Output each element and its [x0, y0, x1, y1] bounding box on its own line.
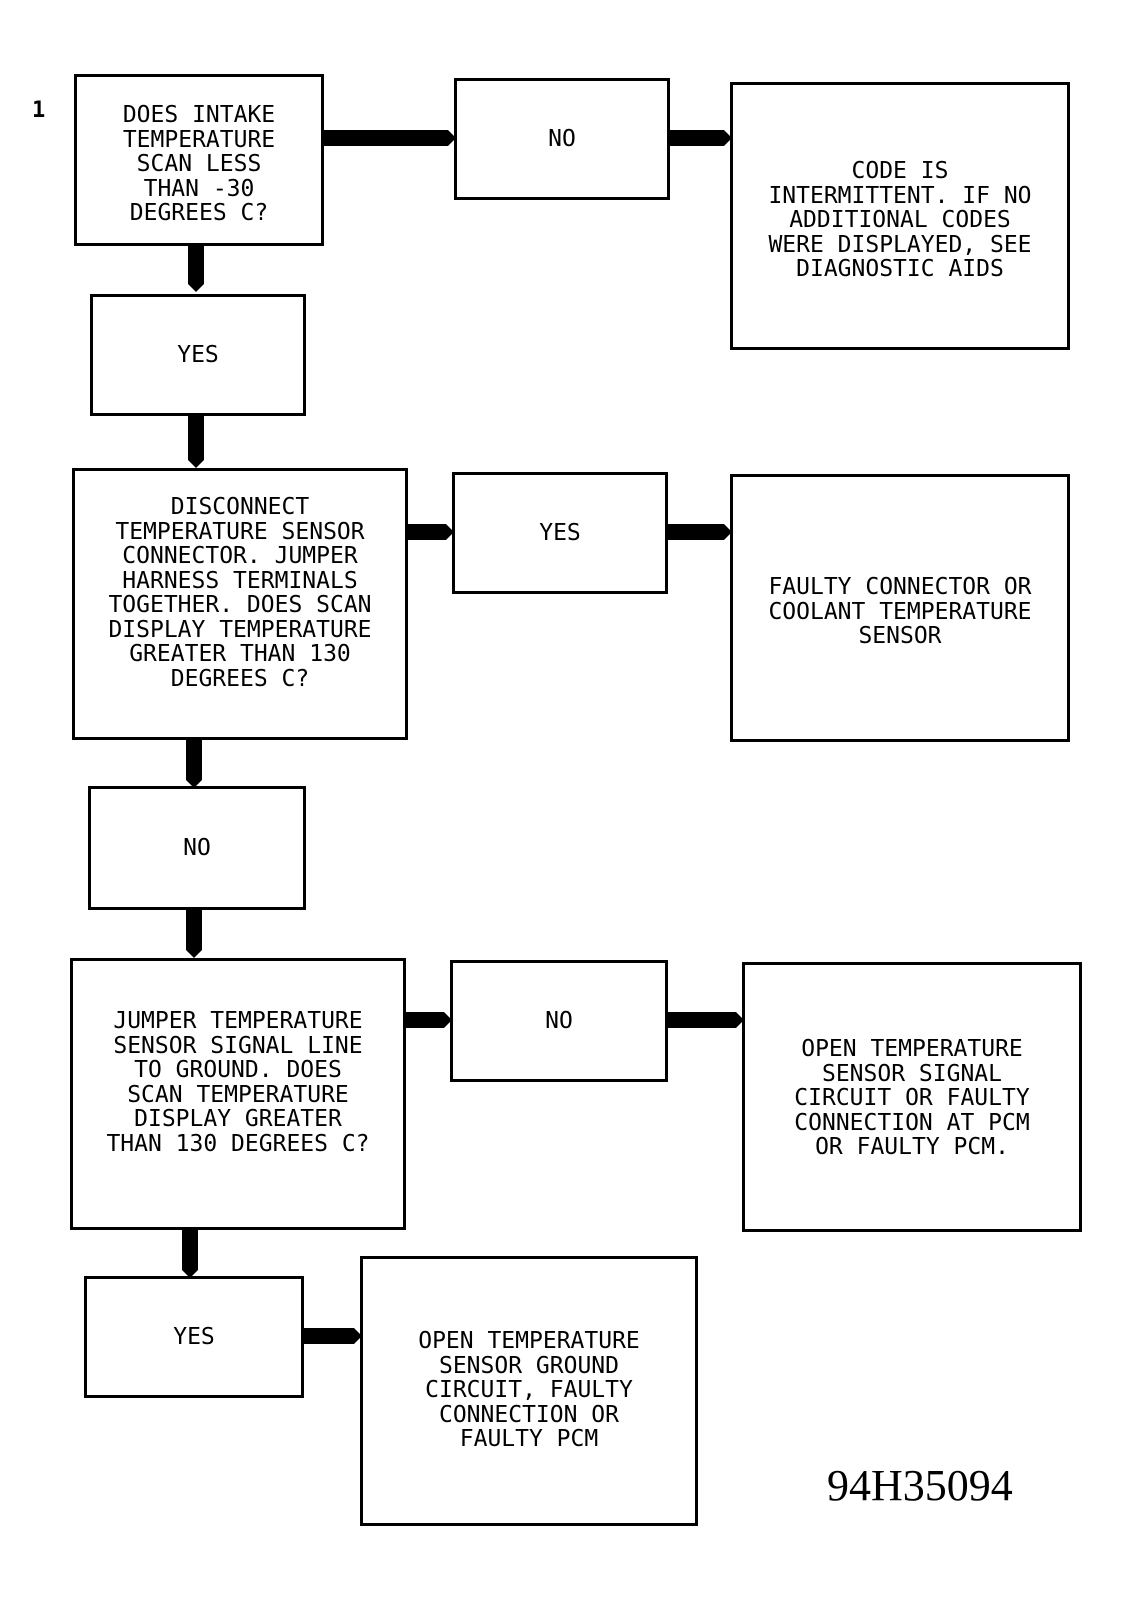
result-text: CODE IS INTERMITTENT. IF NO ADDITIONAL C… [768, 158, 1032, 282]
arrow-q3-to-no [402, 1012, 452, 1028]
result-text: OPEN TEMPERATURE SENSOR SIGNAL CIRCUIT O… [794, 1036, 1030, 1160]
answer-label: YES [177, 341, 219, 368]
answer-box-no: NO [454, 78, 670, 200]
answer-box-no: NO [88, 786, 306, 910]
question-box-disconnect-sensor: DISCONNECT TEMPERATURE SENSOR CONNECTOR.… [72, 468, 408, 740]
result-text: OPEN TEMPERATURE SENSOR GROUND CIRCUIT, … [418, 1328, 640, 1452]
answer-box-yes: YES [90, 294, 306, 416]
answer-label: NO [183, 834, 211, 861]
arrow-no-to-r3 [662, 1012, 744, 1028]
arrow-q1-to-no [320, 130, 456, 146]
arrow-no-to-r1 [664, 130, 732, 146]
result-text: FAULTY CONNECTOR OR COOLANT TEMPERATURE … [768, 574, 1032, 649]
step-number: 1 [32, 98, 46, 123]
result-box-faulty-connector: FAULTY CONNECTOR OR COOLANT TEMPERATURE … [730, 474, 1070, 742]
arrow-q1-to-yes [188, 244, 204, 292]
answer-box-yes: YES [84, 1276, 304, 1398]
result-box-open-ground-circuit: OPEN TEMPERATURE SENSOR GROUND CIRCUIT, … [360, 1256, 698, 1526]
result-box-intermittent: CODE IS INTERMITTENT. IF NO ADDITIONAL C… [730, 82, 1070, 350]
arrow-yes-to-r4 [304, 1328, 362, 1344]
arrow-q3-to-yes [182, 1226, 198, 1278]
arrow-q2-to-no [186, 736, 202, 788]
question-box-intake-temp: DOES INTAKE TEMPERATURE SCAN LESS THAN -… [74, 74, 324, 246]
figure-id: 94H35094 [827, 1461, 1013, 1510]
answer-label: NO [548, 125, 576, 152]
arrow-yes-to-r2 [662, 524, 732, 540]
answer-label: YES [539, 519, 581, 546]
arrow-q2-to-yes [404, 524, 454, 540]
answer-box-yes: YES [452, 472, 668, 594]
arrow-yes-to-q2 [188, 413, 204, 468]
question-text: DISCONNECT TEMPERATURE SENSOR CONNECTOR.… [108, 494, 372, 692]
answer-label: NO [545, 1007, 573, 1034]
result-box-open-signal-circuit: OPEN TEMPERATURE SENSOR SIGNAL CIRCUIT O… [742, 962, 1082, 1232]
arrow-no-to-q3 [186, 906, 202, 958]
question-box-jumper-signal: JUMPER TEMPERATURE SENSOR SIGNAL LINE TO… [70, 958, 406, 1230]
question-text: JUMPER TEMPERATURE SENSOR SIGNAL LINE TO… [106, 1008, 370, 1157]
answer-box-no: NO [450, 960, 668, 1082]
question-text: DOES INTAKE TEMPERATURE SCAN LESS THAN -… [122, 102, 276, 226]
answer-label: YES [173, 1323, 215, 1350]
